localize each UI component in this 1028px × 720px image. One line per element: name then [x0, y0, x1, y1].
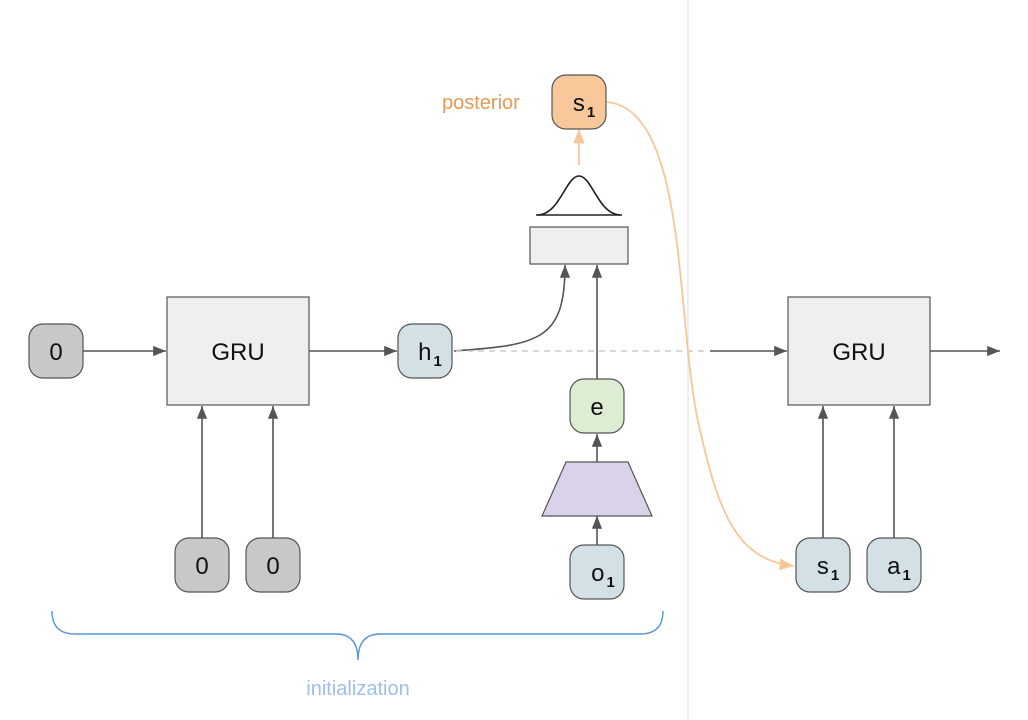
svg-text:a1: a1 [887, 553, 911, 584]
edges [83, 101, 1000, 571]
posterior-s1-sub-label: 1 [587, 104, 595, 121]
zero-bottom-right-node: 0 [245, 537, 301, 593]
svg-text:s1: s1 [817, 553, 839, 584]
initialization-label: initialization [306, 678, 409, 700]
s1-input-main-label: s [817, 553, 829, 580]
gru-left-box: GRU [166, 296, 310, 406]
zero-bottom-left-label: 0 [195, 553, 208, 580]
o1-main-label: o [591, 560, 604, 587]
gru-left-label: GRU [211, 339, 264, 366]
svg-text:h1: h1 [418, 339, 442, 370]
zero-input-label: 0 [49, 339, 62, 366]
h1-main-label: h [418, 339, 431, 366]
edge-h1-to-dense [453, 264, 571, 352]
a1-input-main-label: a [887, 553, 901, 580]
posterior-label: posterior [442, 92, 520, 114]
zero-bottom-right-label: 0 [266, 553, 279, 580]
e-node: e [569, 378, 625, 434]
gru-right-box: GRU [787, 296, 931, 406]
posterior-s1-main-label: s [573, 90, 585, 117]
h1-sub-label: 1 [434, 353, 442, 370]
zero-input-node: 0 [28, 323, 84, 379]
dense-layer-box [529, 226, 629, 265]
a1-input-sub-label: 1 [903, 567, 911, 584]
o1-sub-label: 1 [607, 574, 615, 591]
s1-input-sub-label: 1 [831, 567, 839, 584]
initialization-brace [51, 610, 664, 661]
svg-text:o1: o1 [591, 560, 615, 591]
edge-posterior-to-s1 [606, 101, 795, 571]
gru-right-label: GRU [832, 339, 885, 366]
e-label: e [590, 394, 603, 421]
svg-text:s1: s1 [573, 90, 595, 121]
gaussian-curve-icon [536, 175, 622, 216]
zero-bottom-left-node: 0 [174, 537, 230, 593]
trapezoid-encoder-icon [541, 461, 653, 517]
